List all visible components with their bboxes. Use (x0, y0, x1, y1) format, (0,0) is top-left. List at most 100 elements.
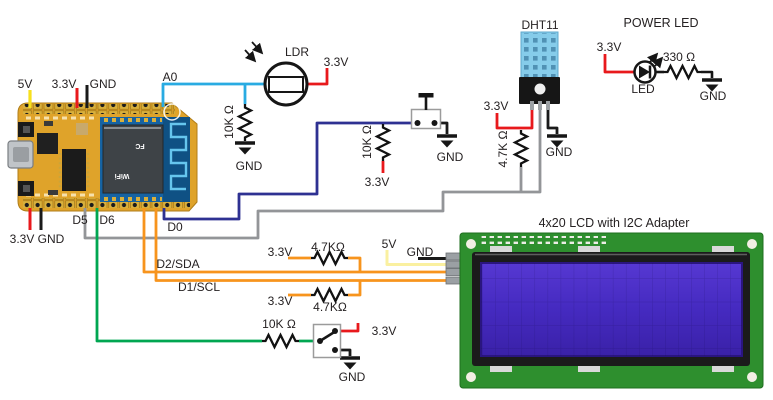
ldr-element (268, 76, 304, 93)
led-emit-arrow-1 (647, 52, 659, 65)
label-ldr-gnd: GND (236, 159, 263, 173)
lcd-tab-t3 (712, 246, 734, 252)
dht11-pin-gnd (546, 101, 550, 110)
esp12-wifi-mark: WiFi (115, 172, 130, 179)
label-scl-3v3: 3.3V (268, 294, 293, 308)
esp12-module-pins (104, 118, 162, 201)
lcd-hole-tl (466, 239, 476, 249)
led-emit-arrow-2 (652, 56, 664, 69)
wire-switch-3v3 (335, 323, 360, 333)
label-switch-resistor: 10K Ω (262, 317, 296, 331)
label-ldr-resistor: 10K Ω (222, 105, 236, 139)
resistor-switch-10k (262, 332, 299, 350)
gnd-symbol-ldr (233, 141, 257, 157)
wire-scl (154, 208, 448, 282)
label-dht-title: DHT11 (521, 18, 558, 32)
label-lcd-gnd: GND (407, 245, 434, 259)
dht11-mount-hole (534, 83, 546, 95)
gnd-symbol-button (435, 134, 459, 150)
wire-scl-pullup (288, 280, 362, 297)
lcd-module (445, 232, 764, 389)
gnd-symbol-switch (338, 356, 362, 372)
resistor-dht-4k7 (512, 130, 530, 167)
ldr-light-arrow-1 (251, 41, 264, 55)
lcd-hole-bl (466, 372, 476, 382)
lcd-screen-grid (481, 263, 742, 356)
esp-passive-2 (48, 190, 58, 195)
esp-capacitor (76, 123, 88, 135)
dht11-pin-data (538, 101, 542, 110)
label-powerled-resistor: 330 Ω (663, 50, 695, 64)
lcd-hole-tr (747, 239, 757, 249)
ldr-sensor (244, 41, 309, 107)
wire-lcd-5v (385, 250, 448, 266)
label-sda: D2/SDA (156, 257, 199, 271)
wire-led-gnd (701, 70, 714, 78)
wire-dht-3v3 (495, 110, 534, 130)
label-lcd-title: 4x20 LCD with I2C Adapter (539, 216, 690, 230)
label-switch-3v3: 3.3V (372, 324, 397, 338)
label-esp-d5: D5 (72, 213, 88, 227)
label-dht-resistor: 4.7K Ω (496, 130, 510, 167)
power-led (633, 52, 664, 84)
label-esp-d0: D0 (167, 220, 183, 234)
esp-silkscreen-logo (163, 103, 181, 121)
lcd-hole-br (747, 372, 757, 382)
esp-pin-header-top (23, 104, 175, 114)
switch-terminal-gnd (332, 347, 338, 353)
label-esp-a0: A0 (163, 70, 178, 84)
switch-common-terminal (317, 338, 323, 344)
label-sda-resistor: 4.7KΩ (311, 240, 345, 254)
wire-led-3v3 (603, 54, 634, 74)
label-ldr-3v3: 3.3V (324, 55, 349, 69)
resistors (236, 63, 701, 350)
lcd-tab-b1 (490, 366, 512, 372)
label-powerled-gnd: GND (700, 89, 727, 103)
label-esp-3v3-bottom: 3.3V (10, 232, 35, 246)
label-powerled-3v3: 3.3V (597, 40, 622, 54)
push-button (410, 93, 442, 130)
esp-flash-button-cap (23, 185, 30, 192)
label-ldr-title: LDR (285, 45, 309, 59)
esp8266-board: FC WiFi (7, 102, 198, 212)
ldr-light-arrow-2 (244, 49, 257, 63)
label-scl-resistor: 4.7KΩ (313, 300, 347, 314)
label-esp-d6: D6 (99, 213, 115, 227)
wire-d6 (95, 208, 262, 343)
switch-terminal-3v3 (332, 328, 338, 334)
label-button-resistor: 10K Ω (360, 125, 374, 159)
label-button-gnd: GND (437, 150, 464, 164)
label-powerled-led: LED (631, 82, 655, 96)
esp-passive-1 (44, 121, 53, 126)
esp-pin-header-bottom (23, 198, 190, 208)
lcd-tab-t1 (490, 246, 512, 252)
push-button-cap (418, 93, 434, 98)
dht11-grid (522, 33, 557, 77)
wire-d5-data (83, 110, 542, 240)
push-button-body (410, 108, 442, 130)
label-scl: D1/SCL (178, 280, 220, 294)
text-labels: 5V 3.3V GND A0 D5 D6 D0 3.3V GND LDR 3.3… (10, 16, 727, 384)
dht11-sensor (519, 31, 560, 110)
esp-reset-button-cap (23, 126, 30, 133)
label-esp-gnd-bottom: GND (38, 232, 65, 246)
wire-a0 (161, 82, 265, 107)
wire-dht-gnd (546, 110, 559, 134)
esp-usb-chip (37, 133, 58, 154)
slide-switch (312, 323, 342, 359)
lcd-tab-b2 (578, 366, 600, 372)
lcd-header-pins (479, 236, 607, 244)
esp12-fcc-mark: FC (135, 142, 144, 149)
esp-usb-opening (13, 147, 29, 162)
lcd-tab-t2 (578, 246, 600, 252)
label-esp-5v: 5V (18, 77, 33, 91)
resistor-sda-pullup-4k7 (311, 249, 348, 267)
label-esp-3v3-top: 3.3V (52, 77, 77, 91)
label-lcd-5v: 5V (382, 237, 397, 251)
esp12-shield (102, 124, 164, 194)
label-button-3v3: 3.3V (365, 175, 390, 189)
esp-ic-chip (62, 149, 86, 191)
wire-sda-pullup (288, 256, 362, 272)
